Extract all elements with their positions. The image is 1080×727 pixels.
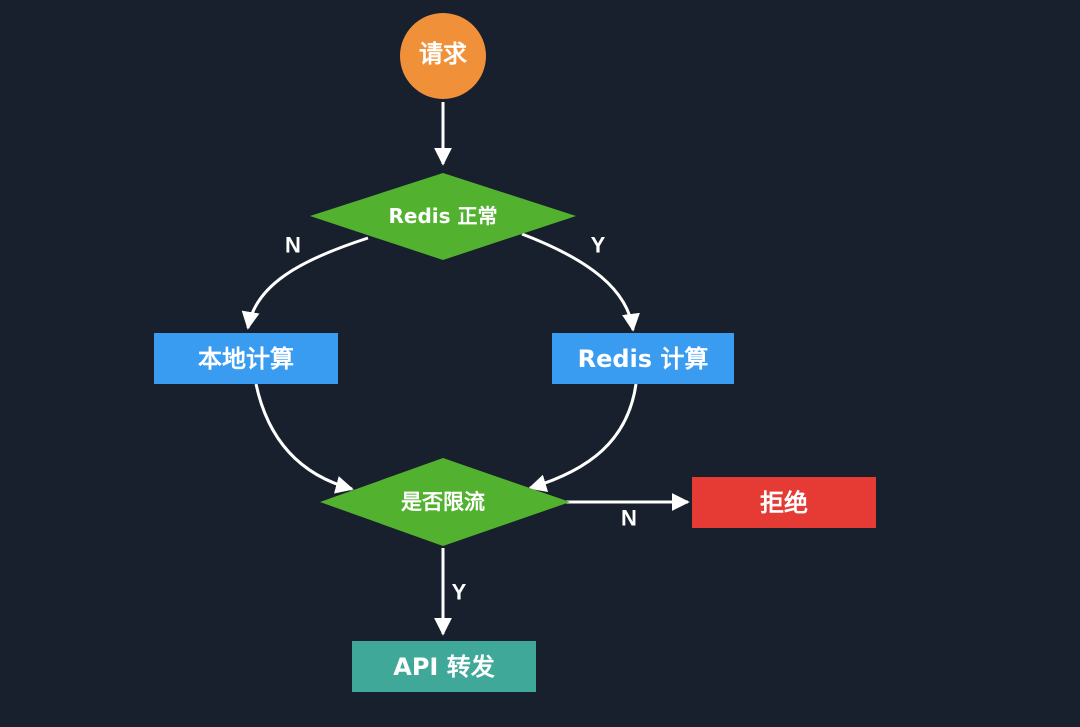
- start-circle: [400, 13, 486, 99]
- node-redis-calc-label: Redis 计算: [578, 345, 709, 373]
- edge-redis-calc-to-rate-limited: [528, 383, 638, 492]
- edge-label-y-forward: Y: [452, 580, 467, 605]
- node-reject-label: 拒绝: [760, 489, 808, 517]
- node-api-forward: API 转发: [352, 641, 536, 692]
- forward-box: [352, 641, 536, 692]
- process-box: [154, 333, 338, 384]
- edges: [241, 102, 690, 636]
- reject-box: [692, 477, 876, 528]
- decision-diamond: [310, 173, 576, 260]
- node-reject: 拒绝: [692, 477, 876, 528]
- process-box: [552, 333, 734, 384]
- node-redis-ok-label: Redis 正常: [388, 204, 497, 228]
- edge-label-n-local: N: [285, 233, 301, 258]
- node-local-calc: 本地计算: [154, 333, 338, 384]
- node-api-forward-label: API 转发: [393, 653, 494, 681]
- edge-redis-ok-to-local-calc: [241, 236, 369, 330]
- edge-label-n-reject: N: [621, 506, 637, 531]
- edge-label-y-redis: Y: [591, 233, 606, 258]
- node-request-label: 请求: [419, 40, 467, 68]
- node-rate-limited-label: 是否限流: [401, 490, 485, 514]
- decision-diamond: [320, 458, 570, 546]
- node-redis-calc: Redis 计算: [552, 333, 734, 384]
- edge-labels: N Y N Y: [285, 233, 637, 605]
- edge-redis-ok-to-redis-calc: [521, 232, 640, 332]
- node-request: 请求: [400, 13, 486, 99]
- node-rate-limited: 是否限流: [320, 458, 570, 546]
- node-local-calc-label: 本地计算: [198, 345, 294, 373]
- edge-local-calc-to-rate-limited: [254, 383, 354, 494]
- node-redis-ok: Redis 正常: [310, 173, 576, 260]
